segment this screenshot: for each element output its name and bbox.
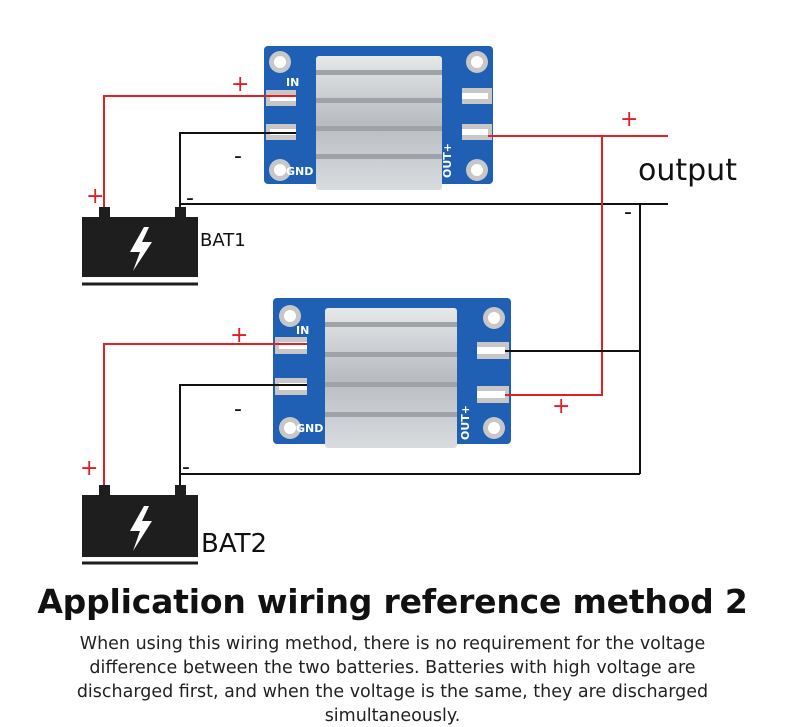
plus-sign: + xyxy=(231,72,249,97)
minus-sign: - xyxy=(234,144,242,169)
minus-sign: - xyxy=(186,186,194,211)
battery-2-positive-terminal xyxy=(99,485,110,495)
output-label: output xyxy=(638,153,737,188)
battery-2-label: BAT2 xyxy=(201,529,267,559)
module-1: IN GND OUT+ xyxy=(264,46,493,190)
bat1-negative-wire xyxy=(179,132,296,207)
module-2-out-marking: OUT+ xyxy=(459,405,472,440)
module-2-in-marking: IN xyxy=(296,324,309,337)
minus-sign: - xyxy=(624,200,632,225)
battery-1-positive-terminal xyxy=(99,207,110,217)
plus-sign: + xyxy=(620,107,638,132)
module-1-gnd-marking: GND xyxy=(286,165,313,178)
battery-1-negative-terminal xyxy=(175,207,186,217)
module-1-in-marking: IN xyxy=(286,76,299,89)
bat2-negative-wire xyxy=(179,384,307,495)
battery-1: BAT1 xyxy=(82,207,246,286)
plus-sign: + xyxy=(552,394,570,419)
minus-sign: - xyxy=(234,397,242,422)
plus-sign: + xyxy=(230,323,248,348)
lightning-bolt-icon xyxy=(130,227,152,271)
module-2: IN GND OUT+ xyxy=(273,298,511,448)
module-2-gnd-marking: GND xyxy=(296,422,323,435)
bat1-positive-wire xyxy=(103,95,296,207)
bat2-positive-wire xyxy=(103,343,307,495)
lightning-bolt-icon xyxy=(130,506,152,551)
minus-sign: - xyxy=(182,455,190,480)
diagram-description: When using this wiring method, there is … xyxy=(76,634,709,726)
plus-sign: + xyxy=(80,456,98,481)
battery-2: BAT2 xyxy=(82,485,267,565)
plus-sign: + xyxy=(86,184,104,209)
module-1-heatsink xyxy=(316,56,442,190)
module-1-out-marking: OUT+ xyxy=(441,143,454,178)
battery-2-negative-terminal xyxy=(175,485,186,495)
battery-1-label: BAT1 xyxy=(200,230,246,251)
module-2-heatsink xyxy=(325,308,457,448)
module-2-output-positive-wire xyxy=(505,136,603,396)
diagram-title: Application wiring reference method 2 xyxy=(37,582,748,621)
